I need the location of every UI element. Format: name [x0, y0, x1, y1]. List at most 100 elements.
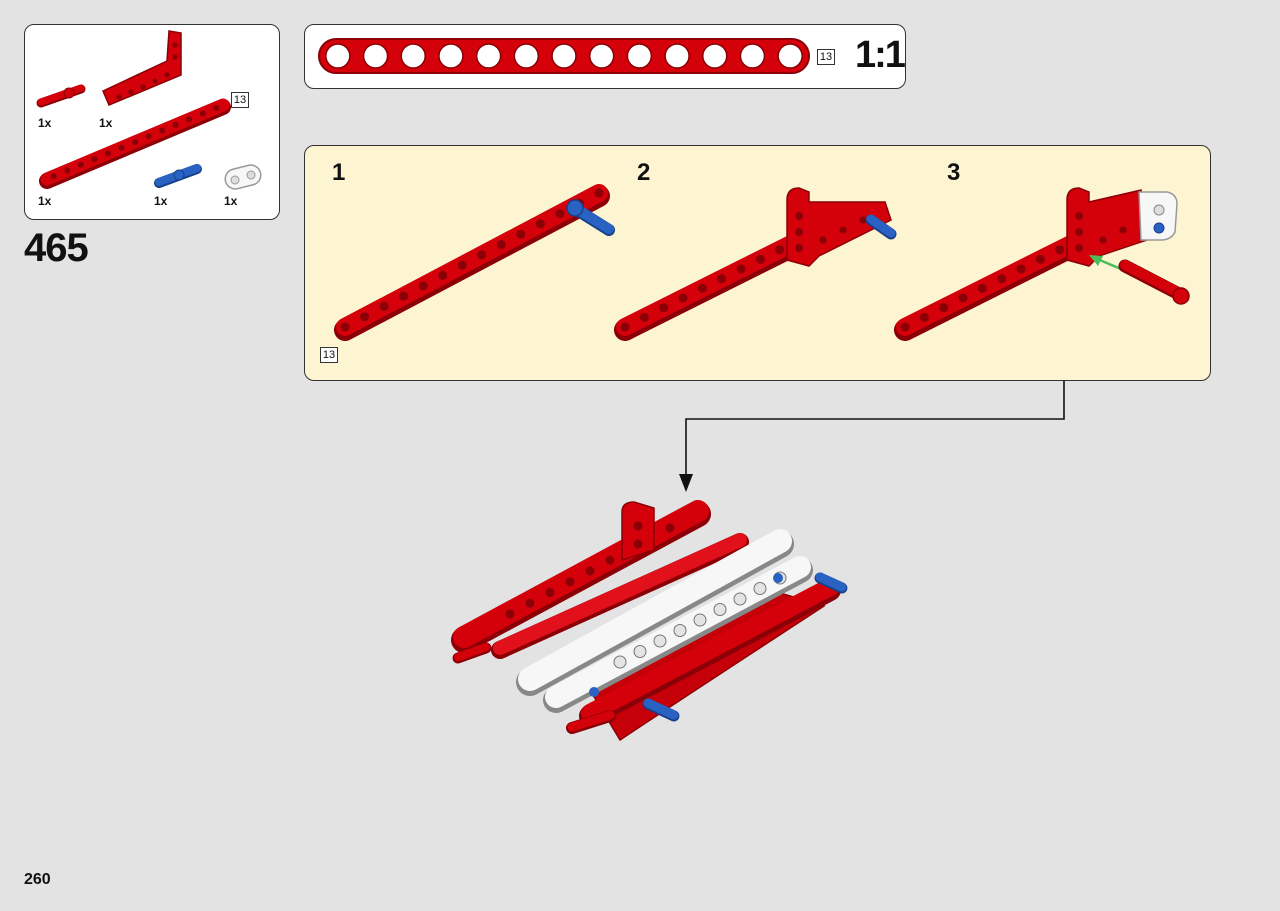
beam-hole: [555, 209, 565, 219]
beam-hole: [565, 577, 575, 587]
beam-hole: [213, 104, 220, 111]
beam-hole: [1035, 254, 1045, 264]
white-connector-part: [224, 164, 262, 190]
sub-step-3-label: 3: [947, 159, 961, 186]
white-connector-quantity: 1x: [224, 194, 238, 208]
beam-hole: [659, 303, 669, 313]
beam-hole: [1055, 245, 1065, 255]
beam-hole: [736, 264, 746, 274]
ruler-panel: 13: [304, 24, 906, 89]
ruler-hole: [702, 43, 728, 69]
step-number: 465: [24, 226, 89, 270]
beam-hole: [673, 624, 687, 637]
scale-label: 1:1: [855, 34, 906, 76]
beam-hole: [919, 312, 929, 322]
beam-hole: [900, 322, 910, 332]
ruler-hole: [626, 43, 653, 69]
beam-hole: [477, 250, 487, 260]
blue-axle-pin-part: [154, 164, 202, 188]
beam-hole: [633, 645, 647, 658]
beam-hole: [438, 270, 448, 280]
red-l-beam-quantity: 1x: [99, 116, 113, 130]
beam-hole: [653, 634, 667, 648]
sub-step-1-illustration: [334, 184, 615, 341]
sub-step-1-label: 1: [332, 159, 346, 186]
beam-hole: [91, 156, 98, 163]
red-beam-13-part: [39, 98, 231, 189]
beam-hole: [77, 161, 84, 168]
beam-hole: [50, 173, 57, 180]
ruler-beam: [318, 38, 810, 74]
sub-step-2-illustration: [614, 187, 897, 341]
red-beam-13-quantity: 1x: [38, 194, 52, 208]
beam-hole: [399, 291, 409, 301]
beam-hole: [939, 303, 949, 313]
sub-step-3-illustration: [894, 187, 1190, 341]
beam-hole: [118, 144, 125, 151]
beam-hole: [172, 121, 179, 128]
beam-hole: [1016, 264, 1026, 274]
ruler-hole: [664, 43, 690, 69]
beam-hole: [535, 219, 545, 229]
beam-hole: [516, 229, 526, 239]
ruler-hole: [400, 43, 426, 69]
beam-hole: [145, 133, 152, 140]
red-axle-pin-part: [36, 84, 86, 108]
beam-hole: [733, 592, 747, 606]
beam-hole: [997, 274, 1007, 284]
ruler-hole: [475, 43, 502, 69]
beam-hole: [104, 150, 111, 157]
beam-hole: [755, 254, 765, 264]
ruler-hole: [325, 43, 351, 69]
ruler-hole: [777, 43, 803, 69]
beam-hole: [505, 609, 515, 619]
beam-hole: [697, 283, 707, 293]
beam-hole: [775, 245, 785, 255]
beam-hole: [594, 188, 604, 198]
beam-hole: [64, 167, 71, 174]
beam-hole: [132, 139, 138, 145]
ruler-hole: [438, 43, 464, 69]
beam-hole: [360, 312, 370, 322]
ruler-hole: [362, 43, 389, 69]
beam-hole: [457, 260, 467, 270]
ruler-hole: [513, 43, 540, 69]
beam-hole: [340, 322, 350, 332]
beam-hole: [717, 274, 727, 284]
red-axle-pin-quantity: 1x: [38, 116, 52, 130]
beam-hole: [665, 523, 675, 533]
ruler-hole: [588, 43, 615, 69]
beam-hole: [620, 322, 630, 332]
beam-hole: [713, 603, 727, 616]
beam-hole: [613, 655, 627, 669]
red-l-beam-part: [102, 30, 182, 106]
sub-assembly-callout: 1 2 3 13: [304, 145, 1211, 381]
beam-hole: [585, 566, 595, 576]
sub-step-2-label: 2: [637, 159, 651, 186]
beam-hole: [958, 293, 968, 303]
beam-hole: [418, 281, 428, 291]
beam-hole: [678, 293, 688, 303]
ruler-hole: [551, 43, 577, 69]
beam-hole: [693, 613, 707, 627]
beam-hole: [977, 283, 987, 293]
beam-hole: [605, 555, 615, 565]
ruler-hole: [739, 43, 766, 69]
beam-hole: [159, 127, 166, 134]
beam-hole: [496, 240, 506, 250]
beam-hole: [525, 598, 535, 608]
beam-hole: [379, 301, 389, 311]
beam-hole: [639, 312, 649, 322]
beam-length-box: 13: [231, 92, 249, 108]
main-assembly-illustration: [451, 500, 848, 742]
blue-axle-pin-quantity: 1x: [154, 194, 168, 208]
beam-hole: [753, 582, 767, 595]
ruler-length-box: 13: [817, 49, 835, 65]
sub-assembly-length-box: 13: [320, 347, 338, 363]
page-number: 260: [24, 871, 51, 888]
beam-hole: [199, 110, 206, 117]
parts-list-panel: 1x 1x 13 1x 1x 1x: [24, 24, 280, 220]
beam-hole: [545, 588, 555, 597]
beam-hole: [186, 116, 193, 123]
